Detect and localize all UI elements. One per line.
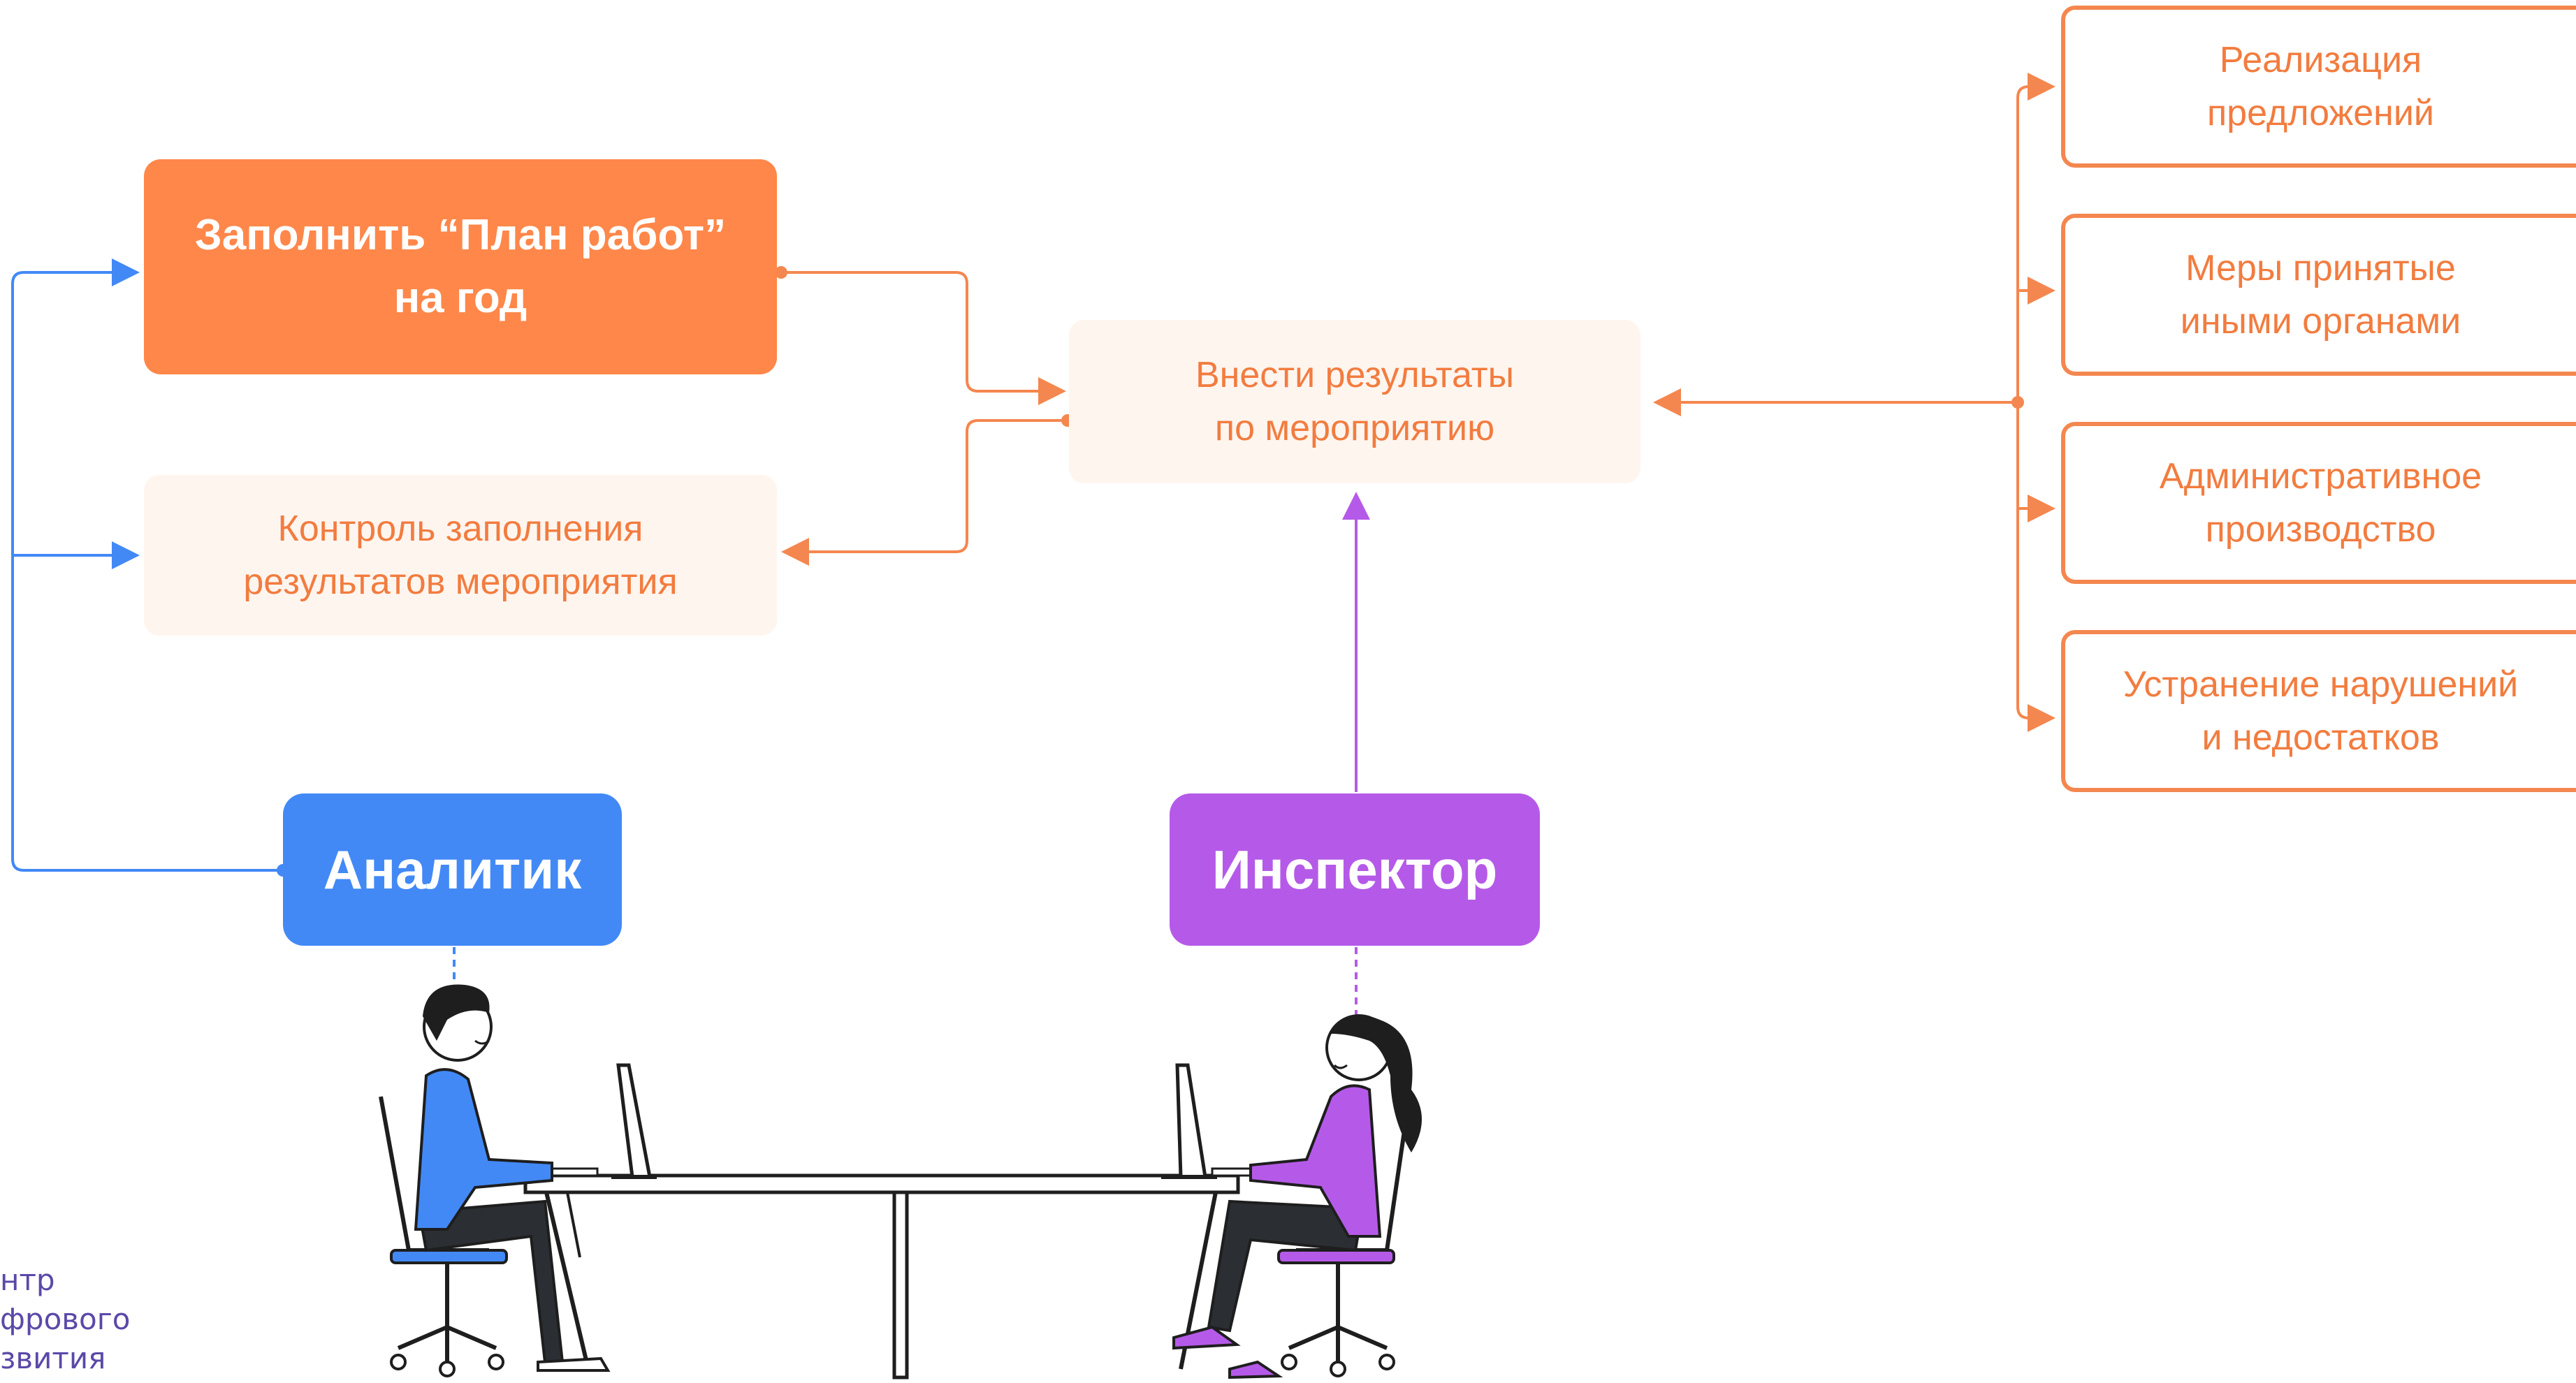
results-box[interactable]: Внести результаты по мероприятию	[1069, 320, 1640, 483]
inspector-label: Инспектор	[1211, 839, 1498, 900]
inspector-badge[interactable]: Инспектор	[1170, 793, 1540, 946]
outcome-box-administrative[interactable]: Административное производство	[2061, 422, 2576, 584]
outcome-box-line2: предложений	[2207, 93, 2434, 133]
logo-line3: звития	[0, 1341, 106, 1375]
company-logo-text: нтр фрового звития	[0, 1261, 130, 1378]
results-box-line2: по мероприятию	[1214, 408, 1495, 448]
plan-box[interactable]: Заполнить “План работ” на год	[144, 159, 777, 374]
outcome-box-line1: Административное	[2159, 456, 2482, 497]
logo-line1: нтр	[0, 1263, 55, 1297]
outcomes-connector	[1653, 73, 2055, 732]
outcome-box-line2: производство	[2205, 509, 2436, 550]
analyst-connector	[11, 258, 283, 872]
control-box-line1: Контроль заполнения	[277, 508, 643, 549]
outcome-box-proposals[interactable]: Реализация предложений	[2061, 6, 2576, 168]
desk	[523, 1173, 1240, 1380]
control-box-line2: результатов мероприятия	[243, 562, 678, 602]
analyst-label: Аналитик	[323, 839, 582, 900]
outcome-box-other-bodies[interactable]: Меры принятые иными органами	[2061, 214, 2576, 376]
outcome-box-violations[interactable]: Устранение нарушений и недостатков	[2061, 630, 2576, 792]
outcome-box-line1: Устранение нарушений	[2123, 664, 2519, 705]
control-box[interactable]: Контроль заполнения результатов мероприя…	[144, 475, 777, 636]
plan-box-line2: на год	[393, 274, 527, 322]
outcome-box-line2: и недостатков	[2202, 717, 2440, 758]
results-connector	[781, 271, 1068, 566]
plan-box-line1: Заполнить “План работ”	[194, 211, 727, 259]
monitor-right	[1161, 1063, 1217, 1179]
logo-line2: фрового	[0, 1302, 131, 1336]
inspector-figure	[1172, 1014, 1422, 1380]
outcome-box-line1: Реализация	[2219, 40, 2422, 80]
outcome-box-line2: иными органами	[2180, 301, 2461, 342]
analyst-figure	[379, 984, 611, 1377]
monitor-left	[611, 1063, 657, 1179]
results-box-line1: Внести результаты	[1195, 355, 1514, 395]
outcome-box-line1: Меры принятые	[2185, 248, 2456, 288]
analyst-badge[interactable]: Аналитик	[283, 793, 622, 946]
